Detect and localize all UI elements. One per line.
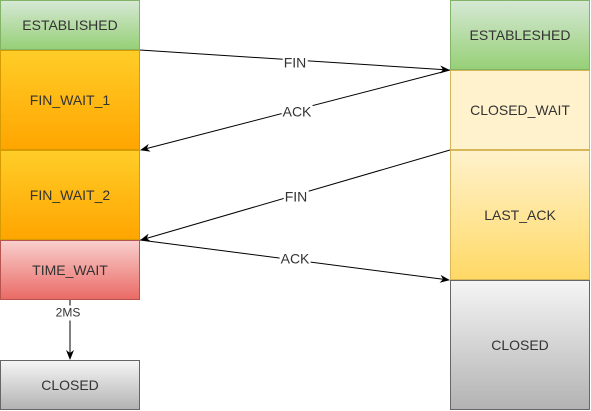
- left-state-fin-wait-2: FIN_WAIT_2: [0, 150, 140, 240]
- left-state-established: ESTABLISHED: [0, 0, 140, 50]
- timer-label: 2MS: [54, 305, 82, 321]
- left-state-time-wait: TIME_WAIT: [0, 240, 140, 300]
- ack-2-label: ACK: [279, 250, 311, 267]
- left-state-closed: CLOSED: [0, 360, 140, 410]
- ack-1-label: ACK: [281, 103, 313, 120]
- right-state-closed: CLOSED: [450, 280, 590, 410]
- right-state-established: ESTABLESHED: [450, 0, 590, 70]
- fin-2-label: FIN: [283, 188, 309, 205]
- right-state-closed-wait: CLOSED_WAIT: [450, 70, 590, 150]
- fin-1-label: FIN: [282, 54, 308, 71]
- left-state-fin-wait-1: FIN_WAIT_1: [0, 50, 140, 150]
- right-state-last-ack: LAST_ACK: [450, 150, 590, 280]
